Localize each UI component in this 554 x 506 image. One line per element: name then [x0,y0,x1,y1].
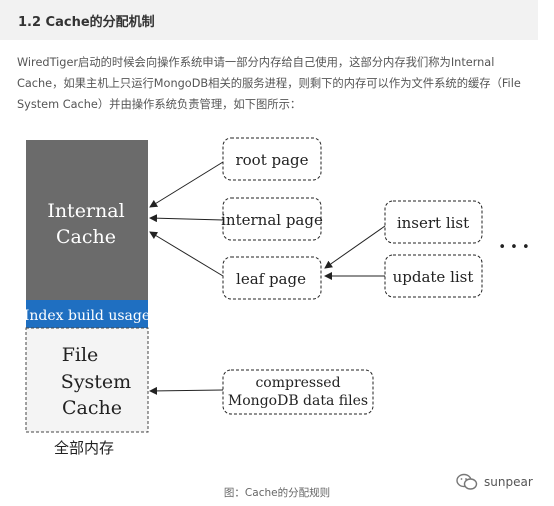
root-page-label: root page [235,151,308,169]
intro-paragraph: WiredTiger启动的时候会向操作系统申请一部分内存给自己使用，这部分内存我… [17,56,521,111]
update-list-label: update list [393,268,474,286]
update-list-box [384,254,483,298]
arrow-leaf-to-cache [149,231,224,277]
fs-cache-label-3: Cache [62,397,122,419]
file-system-cache-block [25,327,149,433]
watermark-text: sunpear [484,475,533,489]
arrow-compressed-to-fs [149,386,224,395]
insert-list-box [384,200,483,244]
internal-cache-block [26,140,148,300]
compressed-label-1: compressed [255,375,340,391]
more-ellipsis: • • • [498,240,529,255]
internal-cache-label-1: Internal [47,200,124,222]
insert-list-label: insert list [397,214,469,232]
section-heading-bar: 1.2 Cache的分配机制 [0,0,538,40]
wechat-icon [456,473,478,490]
index-build-label: Index build usage [24,308,150,324]
internal-cache-label-2: Cache [56,226,116,248]
figure-caption: 图：Cache的分配规则 [223,487,331,499]
compressed-files-box [222,369,374,415]
leaf-page-box [222,256,322,300]
fs-cache-label-1: File [62,344,99,366]
section-title: 1.2 Cache的分配机制 [18,15,155,30]
root-page-box [222,137,322,181]
cache-allocation-diagram: Internal Cache Index build usage File Sy… [24,137,530,457]
index-build-block [26,300,148,328]
arrow-insert-to-leaf [324,225,386,269]
internal-page-box [222,197,322,241]
total-memory-label: 全部内存 [54,439,114,457]
arrow-root-to-cache [149,161,224,208]
leaf-page-label: leaf page [236,270,306,288]
compressed-label-2: MongoDB data files [228,393,368,409]
watermark: sunpear [456,471,546,493]
internal-page-label: internal page [221,211,323,229]
arrow-internal-to-cache [149,214,224,223]
fs-cache-label-2: System [61,371,131,393]
